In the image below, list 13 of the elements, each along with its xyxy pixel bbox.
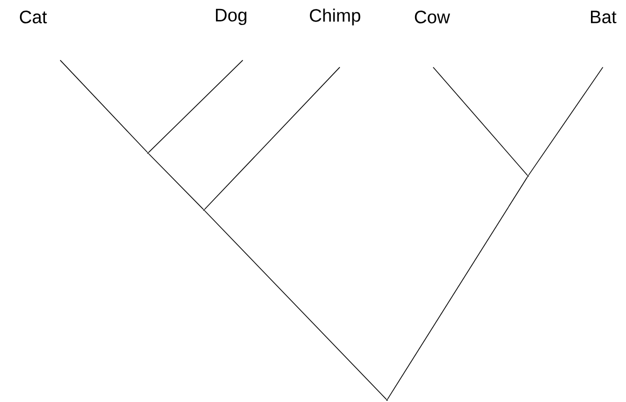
taxon-label: Cat bbox=[20, 10, 47, 24]
tree-branch bbox=[148, 153, 204, 210]
tree-branch bbox=[528, 66, 604, 176]
tree-branch bbox=[148, 60, 244, 153]
tree-branch bbox=[60, 60, 148, 153]
tree-branch bbox=[387, 176, 528, 400]
taxon-label: Chimp bbox=[310, 8, 360, 26]
tree-branch bbox=[432, 66, 528, 176]
taxon-label: Dog bbox=[216, 8, 246, 26]
taxon-label: Cow bbox=[414, 10, 450, 24]
taxon-label: Bat bbox=[590, 10, 616, 24]
tree-branch bbox=[204, 66, 340, 210]
tree-branch bbox=[204, 210, 387, 400]
